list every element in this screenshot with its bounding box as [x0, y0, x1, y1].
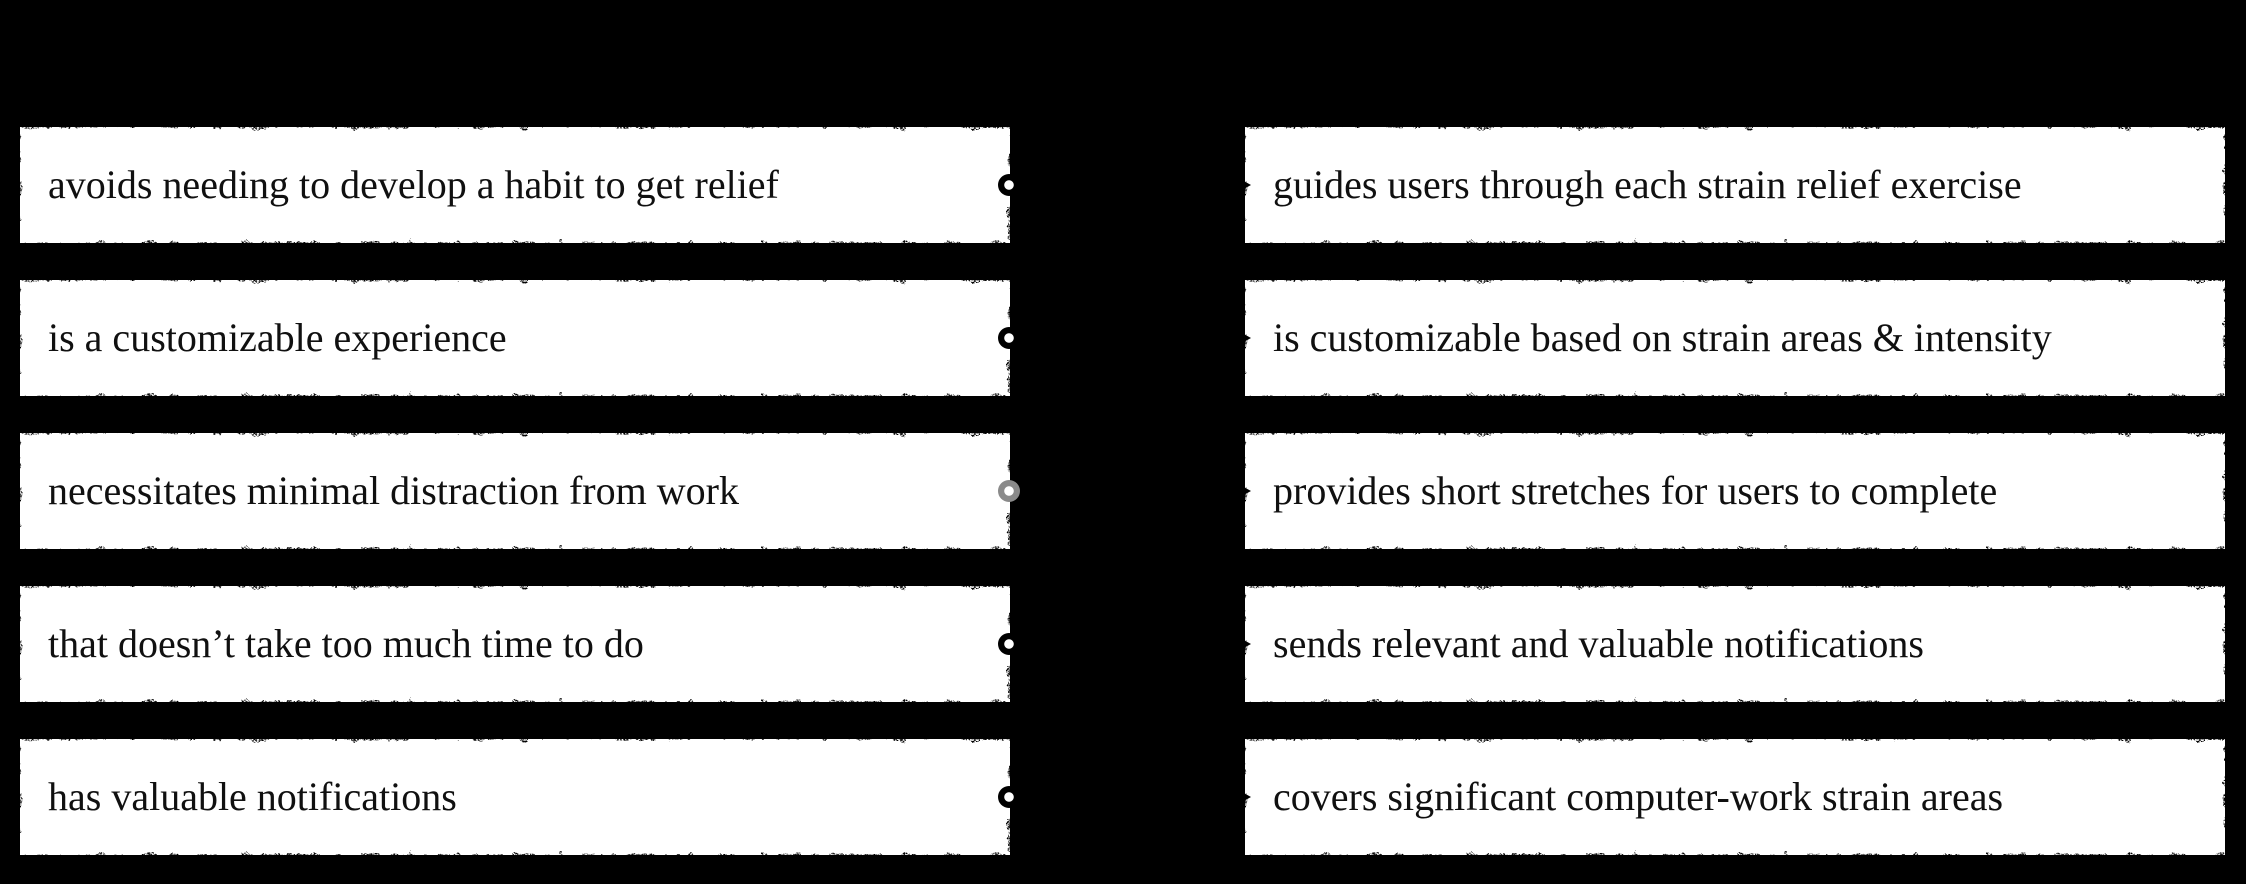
match-option-label: provides short stretches for users to co… [1273, 468, 1998, 513]
card-border [1229, 876, 2241, 884]
match-option-left-3[interactable]: necessitates minimal distraction from wo… [4, 417, 1026, 565]
match-option-label: is a customizable experience [48, 315, 507, 360]
match-option-left-2[interactable]: is a customizable experience [4, 264, 1026, 412]
connector-arrow-port[interactable] [1231, 786, 1251, 808]
match-option-label: has valuable notifications [48, 774, 457, 819]
match-option-label: that doesn’t take too much time to do [48, 621, 644, 666]
match-option-right-2[interactable]: is customizable based on strain areas & … [1229, 264, 2241, 412]
match-option-label: guides users through each strain relief … [1273, 162, 2022, 207]
connector-arrow-port[interactable] [1231, 633, 1251, 655]
match-option-right-3[interactable]: provides short stretches for users to co… [1229, 417, 2241, 565]
connector-ring-port[interactable] [998, 633, 1020, 655]
match-option-label: is customizable based on strain areas & … [1273, 315, 2052, 360]
connector-ring-port[interactable] [998, 174, 1020, 196]
match-option-left-4[interactable]: that doesn’t take too much time to do [4, 570, 1026, 718]
match-option-label: covers significant computer-work strain … [1273, 774, 2004, 819]
match-option-label: sends relevant and valuable notification… [1273, 621, 1924, 666]
match-option-right-5[interactable]: covers significant computer-work strain … [1229, 723, 2241, 871]
connector-ring-port-highlighted[interactable] [998, 480, 1020, 502]
match-option-label: avoids needing to develop a habit to get… [48, 162, 779, 207]
connector-arrow-port[interactable] [1231, 480, 1251, 502]
connector-arrow-port[interactable] [1231, 327, 1251, 349]
card-border [4, 876, 1026, 884]
match-option-left-5[interactable]: has valuable notifications [4, 723, 1026, 871]
match-option-left-1[interactable]: avoids needing to develop a habit to get… [4, 111, 1026, 259]
connector-ring-port[interactable] [998, 327, 1020, 349]
match-option-right-4[interactable]: sends relevant and valuable notification… [1229, 570, 2241, 718]
connector-ring-port[interactable] [998, 786, 1020, 808]
match-option-right-1[interactable]: guides users through each strain relief … [1229, 111, 2241, 259]
match-option-label: necessitates minimal distraction from wo… [48, 468, 739, 513]
connector-arrow-port[interactable] [1231, 174, 1251, 196]
